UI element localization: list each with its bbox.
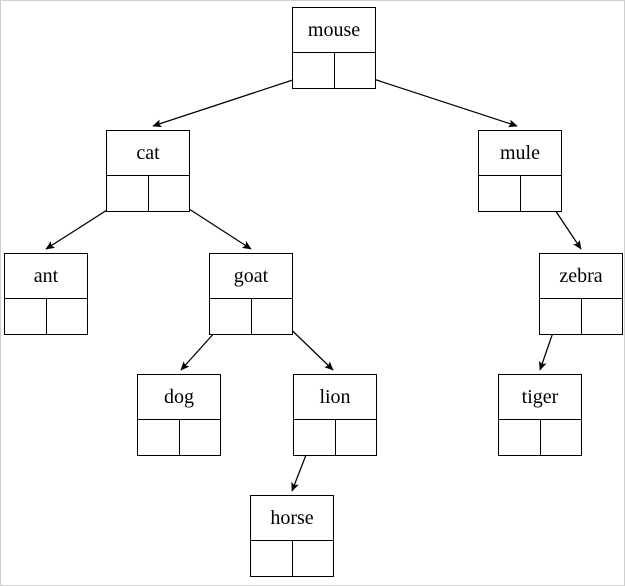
tree-node-mule[interactable]: mule: [478, 130, 562, 212]
right-pointer-cell[interactable]: [179, 420, 220, 455]
tree-node-pointers: [293, 53, 375, 88]
tree-node-mouse[interactable]: mouse: [292, 7, 376, 89]
tree-node-label: cat: [107, 131, 189, 176]
tree-node-pointers: [5, 299, 87, 334]
tree-node-lion[interactable]: lion: [293, 374, 377, 456]
tree-node-pointers: [499, 420, 581, 455]
right-pointer-cell[interactable]: [520, 176, 561, 211]
left-pointer-cell[interactable]: [499, 420, 541, 455]
tree-node-dog[interactable]: dog: [137, 374, 221, 456]
tree-node-pointers: [540, 299, 622, 334]
left-pointer-cell[interactable]: [540, 299, 582, 334]
tree-node-label: dog: [138, 375, 220, 420]
tree-node-horse[interactable]: horse: [250, 495, 334, 577]
tree-node-tiger[interactable]: tiger: [498, 374, 582, 456]
left-pointer-cell[interactable]: [293, 53, 335, 88]
right-pointer-cell[interactable]: [46, 299, 87, 334]
tree-node-label: mule: [479, 131, 561, 176]
tree-node-pointers: [107, 176, 189, 211]
tree-node-label: zebra: [540, 254, 622, 299]
right-pointer-cell[interactable]: [148, 176, 189, 211]
tree-edge-mouse-cat: [152, 72, 315, 128]
tree-node-label: horse: [251, 496, 333, 541]
right-pointer-cell[interactable]: [251, 299, 292, 334]
tree-node-ant[interactable]: ant: [4, 253, 88, 335]
tree-node-zebra[interactable]: zebra: [539, 253, 623, 335]
tree-node-label: ant: [5, 254, 87, 299]
tree-node-label: tiger: [499, 375, 581, 420]
tree-node-label: goat: [210, 254, 292, 299]
tree-node-goat[interactable]: goat: [209, 253, 293, 335]
right-pointer-cell[interactable]: [335, 420, 376, 455]
tree-edge-mouse-mule: [354, 72, 518, 128]
left-pointer-cell[interactable]: [5, 299, 47, 334]
left-pointer-cell[interactable]: [138, 420, 180, 455]
left-pointer-cell[interactable]: [479, 176, 521, 211]
tree-node-pointers: [210, 299, 292, 334]
left-pointer-cell[interactable]: [107, 176, 149, 211]
tree-node-label: mouse: [293, 8, 375, 53]
tree-node-label: lion: [294, 375, 376, 420]
tree-node-pointers: [479, 176, 561, 211]
right-pointer-cell[interactable]: [540, 420, 581, 455]
right-pointer-cell[interactable]: [292, 541, 333, 576]
tree-node-pointers: [294, 420, 376, 455]
tree-node-pointers: [138, 420, 220, 455]
right-pointer-cell[interactable]: [334, 53, 375, 88]
tree-node-cat[interactable]: cat: [106, 130, 190, 212]
left-pointer-cell[interactable]: [294, 420, 336, 455]
right-pointer-cell[interactable]: [581, 299, 622, 334]
left-pointer-cell[interactable]: [251, 541, 293, 576]
tree-node-pointers: [251, 541, 333, 576]
left-pointer-cell[interactable]: [210, 299, 252, 334]
